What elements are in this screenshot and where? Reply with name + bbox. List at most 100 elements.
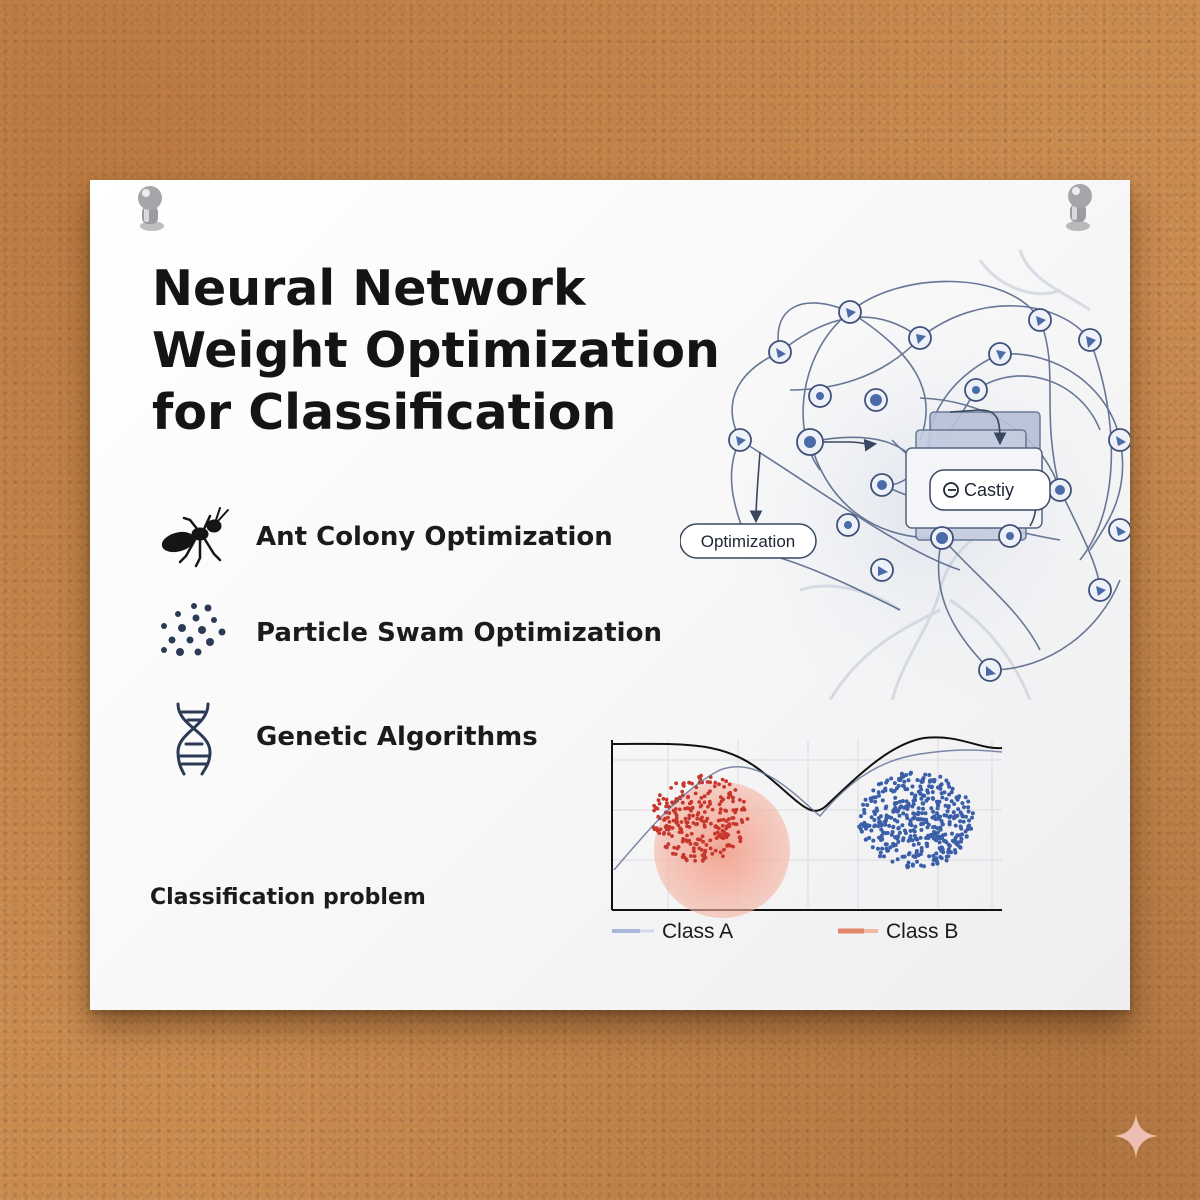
scatter-dot — [687, 780, 691, 785]
scatter-dot — [921, 801, 926, 806]
scatter-dot — [687, 816, 691, 821]
scatter-dot — [680, 855, 685, 859]
scatter-dot — [959, 826, 964, 831]
scatter-dot — [862, 820, 867, 825]
scatter-dot — [905, 787, 910, 792]
scatter-dot — [880, 846, 885, 851]
scatter-dot — [738, 798, 742, 802]
scatter-dot — [654, 826, 659, 830]
method-label: Genetic Algorithms — [256, 722, 538, 752]
scatter-dot — [909, 770, 913, 775]
scatter-dot — [731, 808, 736, 812]
scatter-dot — [657, 801, 662, 806]
scatter-dot — [944, 858, 949, 863]
scatter-dot — [656, 814, 661, 819]
scatter-dot — [685, 833, 689, 838]
scatter-dot — [700, 858, 705, 863]
scatter-dot — [895, 809, 900, 814]
scatter-dot — [879, 823, 884, 828]
scatter-dot — [912, 833, 917, 838]
scatter-dot — [876, 790, 881, 795]
scatter-dot — [931, 853, 936, 858]
method-item-particle-swarm: Particle Swam Optimization — [150, 594, 710, 674]
scatter-dot — [708, 838, 713, 843]
scatter-dot — [683, 816, 688, 821]
scatter-dot — [691, 846, 696, 851]
scatter-dot — [665, 801, 669, 805]
scatter-dot — [859, 822, 864, 827]
scatter-dot — [706, 791, 711, 796]
scatter-dot — [942, 839, 947, 844]
scatter-dot — [674, 820, 679, 825]
scatter-dot — [708, 846, 713, 851]
scatter-dot — [970, 811, 975, 816]
scatter-dot — [658, 827, 663, 832]
scatter-dot — [673, 807, 678, 811]
scatter-dot — [873, 799, 878, 804]
scatter-dot — [919, 787, 924, 792]
scatter-dot — [937, 840, 942, 845]
classification-plot: Class A Class B — [611, 736, 1003, 943]
scatter-dot — [893, 843, 898, 847]
scatter-dot — [944, 797, 949, 802]
scatter-dot — [725, 843, 730, 848]
scatter-dot — [896, 839, 901, 844]
scatter-dot — [939, 791, 944, 796]
scatter-dot — [964, 834, 969, 839]
scatter-dot — [889, 776, 894, 781]
scatter-dot — [701, 819, 706, 824]
scatter-dot — [908, 818, 913, 823]
scatter-dot — [912, 815, 917, 820]
scatter-dot — [867, 835, 872, 840]
scatter-dot — [910, 838, 915, 843]
scatter-dot — [667, 825, 672, 829]
scatter-dot — [879, 827, 884, 832]
scatter-dot — [897, 799, 902, 804]
poster: Neural Network Weight Optimization for C… — [90, 180, 1130, 1010]
scatter-dot — [879, 838, 883, 842]
scatter-dot — [674, 797, 679, 801]
scatter-dot — [717, 826, 721, 831]
scatter-dot — [881, 789, 885, 794]
scatter-dot — [876, 824, 881, 829]
scatter-dot — [695, 816, 700, 821]
scatter-dot — [962, 805, 966, 810]
scatter-dot — [698, 837, 703, 842]
scatter-dot — [671, 851, 675, 856]
scatter-dot — [928, 778, 933, 783]
scatter-dot — [910, 784, 915, 789]
scatter-dot — [891, 825, 896, 830]
scatter-dot — [930, 790, 935, 795]
scatter-dot — [939, 856, 944, 861]
scatter-dot — [932, 814, 937, 819]
scatter-dot — [693, 841, 698, 846]
scatter-dot — [900, 799, 905, 803]
method-label: Particle Swam Optimization — [256, 618, 662, 648]
scatter-dot — [913, 824, 918, 829]
scatter-dot — [940, 848, 945, 853]
scatter-dot — [720, 823, 725, 828]
scatter-dot — [964, 814, 968, 819]
scatter-dot — [940, 822, 945, 827]
scatter-dot — [932, 779, 937, 784]
scatter-dot — [895, 857, 900, 862]
scatter-dot — [892, 781, 897, 786]
scatter-dot — [667, 832, 671, 836]
scatter-dot — [699, 796, 704, 800]
scatter-dot — [883, 806, 888, 811]
scatter-dot — [966, 824, 971, 829]
cycle-icon — [943, 482, 959, 498]
center-box-label: Castiy — [964, 480, 1014, 500]
scatter-dot — [670, 834, 674, 838]
scatter-dot — [961, 819, 966, 824]
scatter-dot — [883, 820, 888, 824]
scatter-dot — [859, 814, 863, 819]
scatter-dot — [687, 813, 692, 818]
scatter-dot — [931, 836, 936, 841]
scatter-dot — [915, 859, 919, 864]
scatter-dot — [738, 839, 743, 844]
scatter-dot — [947, 784, 952, 789]
scatter-dot — [731, 844, 735, 849]
scatter-dot — [921, 776, 926, 781]
scatter-dot — [916, 806, 921, 811]
